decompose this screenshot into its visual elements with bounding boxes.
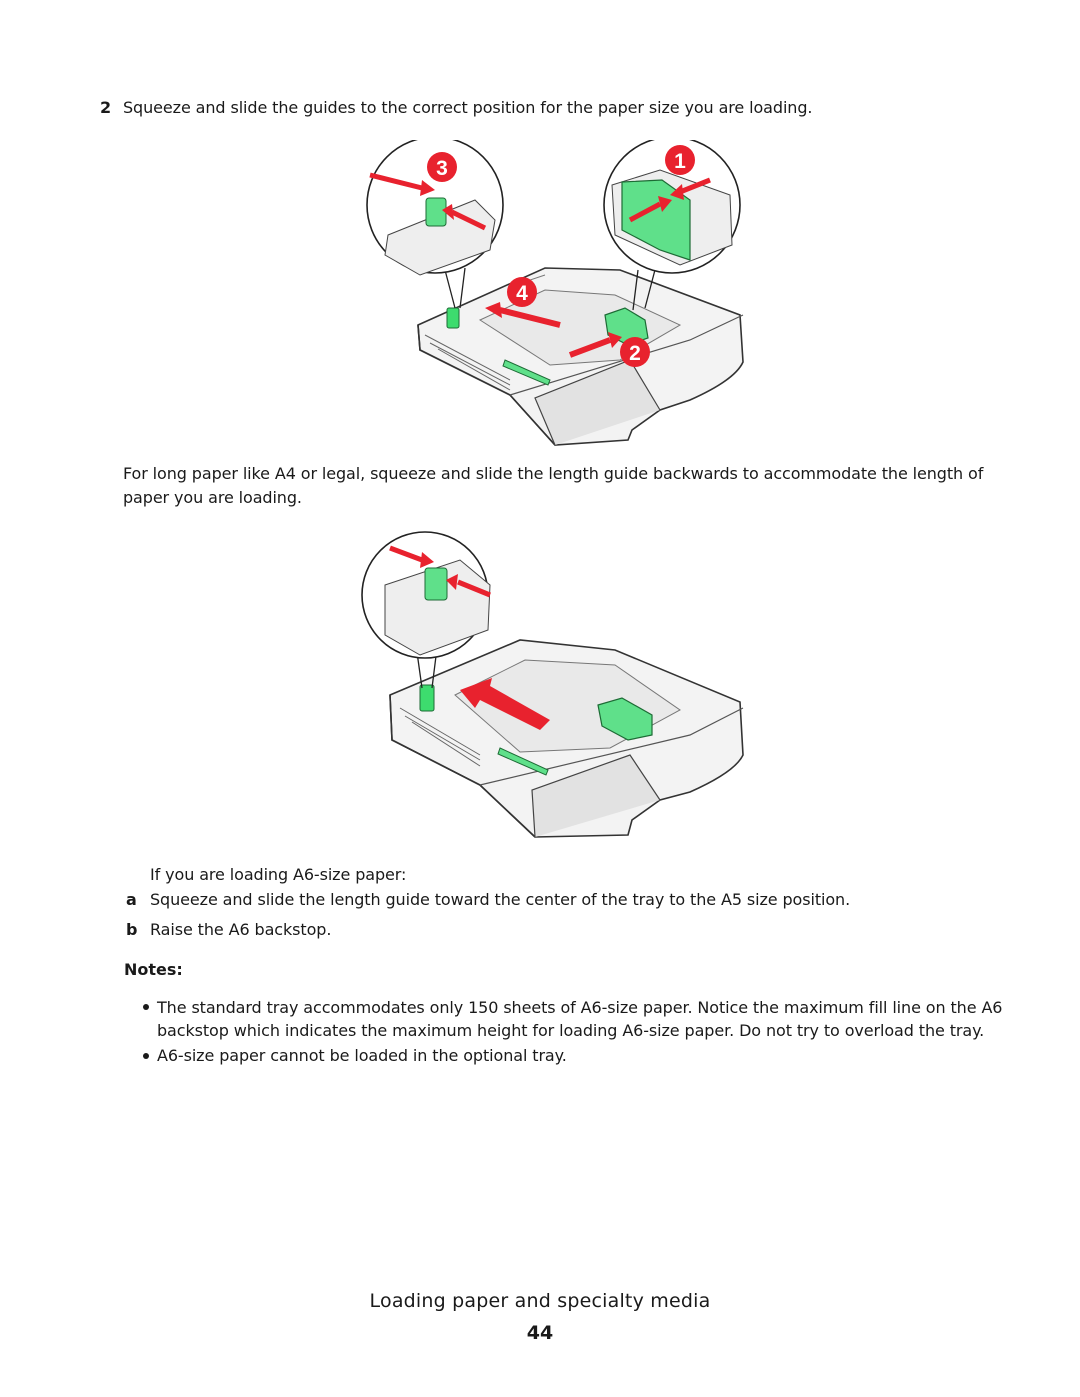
arrow-icon	[568, 337, 612, 358]
callout-1-icon: 1	[665, 145, 695, 175]
step-a-text: Squeeze and slide the length guide towar…	[150, 890, 851, 909]
step-number: 2	[100, 98, 112, 117]
a6-intro: If you are loading A6-size paper:	[150, 865, 407, 884]
paper-tray-figure-guides: 3 1 4 2	[366, 140, 744, 446]
arrow-head-icon	[485, 302, 502, 318]
arrow-icon	[499, 307, 561, 328]
callout-3-icon: 3	[427, 152, 457, 182]
magnifier-left-icon	[366, 140, 504, 309]
step-b-text: Raise the A6 backstop.	[150, 920, 332, 939]
svg-text:3: 3	[436, 157, 448, 180]
arrow-head-icon	[608, 332, 622, 348]
long-paper-text-line2: paper you are loading.	[123, 488, 302, 507]
large-arrow-icon	[460, 678, 550, 730]
tray-body-icon	[417, 267, 744, 446]
bullet-icon	[143, 1053, 149, 1059]
callout-2-icon: 2	[620, 337, 650, 367]
notes-heading: Notes:	[124, 960, 183, 979]
callout-4-icon: 4	[507, 277, 537, 307]
note-1-line2: backstop which indicates the maximum hei…	[157, 1021, 985, 1040]
svg-text:4: 4	[516, 282, 528, 305]
tray-body-icon	[389, 639, 744, 838]
step-b-letter: b	[126, 920, 138, 939]
footer-title: Loading paper and specialty media	[369, 1290, 711, 1312]
paper-tray-figure-length-guide	[361, 531, 744, 838]
svg-text:1: 1	[674, 150, 686, 173]
magnifier-icon	[361, 531, 491, 689]
bullet-icon	[143, 1004, 149, 1010]
page-number: 44	[526, 1322, 554, 1344]
magnifier-right-icon	[603, 140, 741, 311]
note-2-line1: A6-size paper cannot be loaded in the op…	[157, 1046, 567, 1065]
long-paper-text-line1: For long paper like A4 or legal, squeeze…	[123, 464, 984, 483]
svg-text:2: 2	[629, 342, 641, 365]
note-1-line1: The standard tray accommodates only 150 …	[157, 998, 1003, 1017]
step-a-letter: a	[126, 890, 137, 909]
step-text: Squeeze and slide the guides to the corr…	[123, 98, 813, 117]
